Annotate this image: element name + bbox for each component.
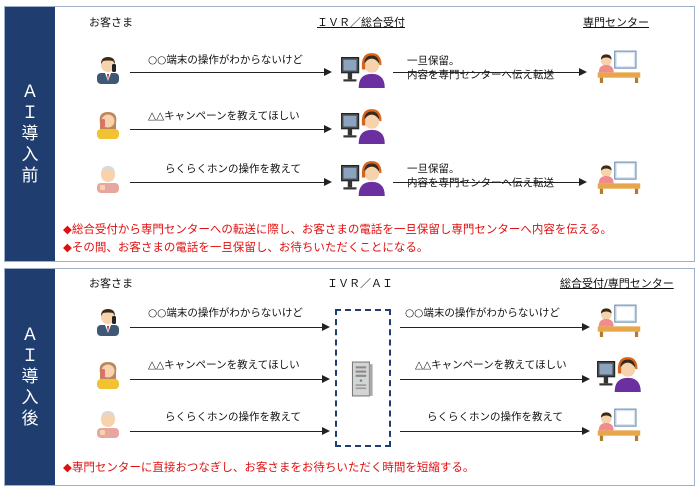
customer-message: らくらくホンの操作を教えて: [165, 411, 301, 423]
operator-headset-icon: [341, 107, 385, 144]
note-line: 内容を専門センターへ伝え転送: [407, 177, 554, 189]
customer-message: ○○端末の操作がわからないけど: [148, 307, 303, 319]
header-customer: お客さま: [89, 277, 133, 290]
operator-headset-icon: [597, 355, 641, 392]
office-worker-desk-icon: [595, 303, 643, 337]
header-customer: お客さま: [89, 16, 133, 29]
sidebar-after: Ａ Ｉ 導 入 後: [5, 269, 55, 485]
arrow-right: [130, 375, 330, 383]
forwarded-message: ○○端末の操作がわからないけど: [405, 307, 560, 319]
customer-message: △△キャンペーンを教えてほしい: [148, 359, 300, 371]
office-worker-desk-icon: [595, 160, 643, 194]
transfer-note: 一旦保留。 内容を専門センターへ伝え転送: [407, 162, 554, 190]
panel-after-ai: Ａ Ｉ 導 入 後 お客さま ＩＶＲ／ＡＩ 総合受付/専門センター ○○端末の操…: [4, 268, 695, 486]
ai-server-icon: [349, 361, 375, 397]
note-line: 一旦保留。: [407, 163, 460, 175]
arrow-right: [400, 375, 590, 383]
transfer-note: 一旦保留。 内容を専門センターへ伝え転送: [407, 54, 554, 82]
woman-phone-icon: [93, 109, 123, 139]
arrow-right: [393, 68, 587, 76]
businessman-phone-icon: [93, 54, 123, 84]
customer-message: △△キャンペーンを教えてほしい: [148, 110, 300, 122]
label-char: 導: [21, 366, 39, 387]
header-specialist-center: 専門センター: [583, 16, 649, 29]
label-char: 入: [21, 144, 39, 165]
note-line: 内容を専門センターへ伝え転送: [407, 69, 554, 81]
office-worker-desk-icon: [595, 49, 643, 83]
office-worker-desk-icon: [595, 407, 643, 441]
forwarded-message: らくらくホンの操作を教えて: [427, 411, 563, 423]
after-ai-label: Ａ Ｉ 導 入 後: [5, 269, 55, 485]
operator-headset-icon: [341, 51, 385, 88]
operator-headset-icon: [341, 159, 385, 196]
header-reception-specialist: 総合受付/専門センター: [560, 277, 674, 290]
woman-phone-icon: [93, 359, 123, 389]
footnote: ◆その間、お客さまの電話を一旦保留し、お待ちいただくことになる。: [63, 240, 429, 254]
panel-before-ai: Ａ Ｉ 導 入 前 お客さま ＩＶＲ／総合受付 専門センター ○○端末の操作がわ…: [4, 6, 695, 262]
elderly-phone-icon: [93, 163, 123, 193]
arrow-right: [393, 178, 587, 186]
note-line: 一旦保留。: [407, 55, 460, 67]
sidebar-before: Ａ Ｉ 導 入 前: [5, 7, 55, 261]
footnote: ◆総合受付から専門センターへの転送に際し、お客さまの電話を一旦保留し専門センター…: [63, 222, 612, 236]
label-char: Ｉ: [21, 345, 39, 366]
label-char: 前: [21, 165, 39, 186]
arrow-right: [130, 178, 332, 186]
arrow-right: [130, 125, 332, 133]
arrow-right: [130, 323, 330, 331]
label-char: Ａ: [21, 81, 39, 102]
arrow-right: [400, 323, 590, 331]
footnote: ◆専門センターに直接おつなぎし、お客さまをお待ちいただく時間を短縮する。: [63, 460, 475, 474]
businessman-phone-icon: [93, 306, 123, 336]
customer-message: らくらくホンの操作を教えて: [165, 163, 301, 175]
label-char: Ｉ: [21, 102, 39, 123]
arrow-right: [130, 68, 332, 76]
ai-system-box: [335, 309, 391, 447]
before-ai-label: Ａ Ｉ 導 入 前: [5, 7, 55, 261]
label-char: Ａ: [21, 324, 39, 345]
header-ivr-ai: ＩＶＲ／ＡＩ: [327, 277, 393, 290]
forwarded-message: △△キャンペーンを教えてほしい: [415, 359, 567, 371]
customer-message: ○○端末の操作がわからないけど: [148, 54, 303, 66]
elderly-phone-icon: [93, 408, 123, 438]
arrow-right: [400, 427, 590, 435]
label-char: 後: [21, 408, 39, 429]
header-ivr-reception: ＩＶＲ／総合受付: [317, 16, 405, 29]
label-char: 入: [21, 387, 39, 408]
arrow-right: [130, 427, 330, 435]
label-char: 導: [21, 123, 39, 144]
